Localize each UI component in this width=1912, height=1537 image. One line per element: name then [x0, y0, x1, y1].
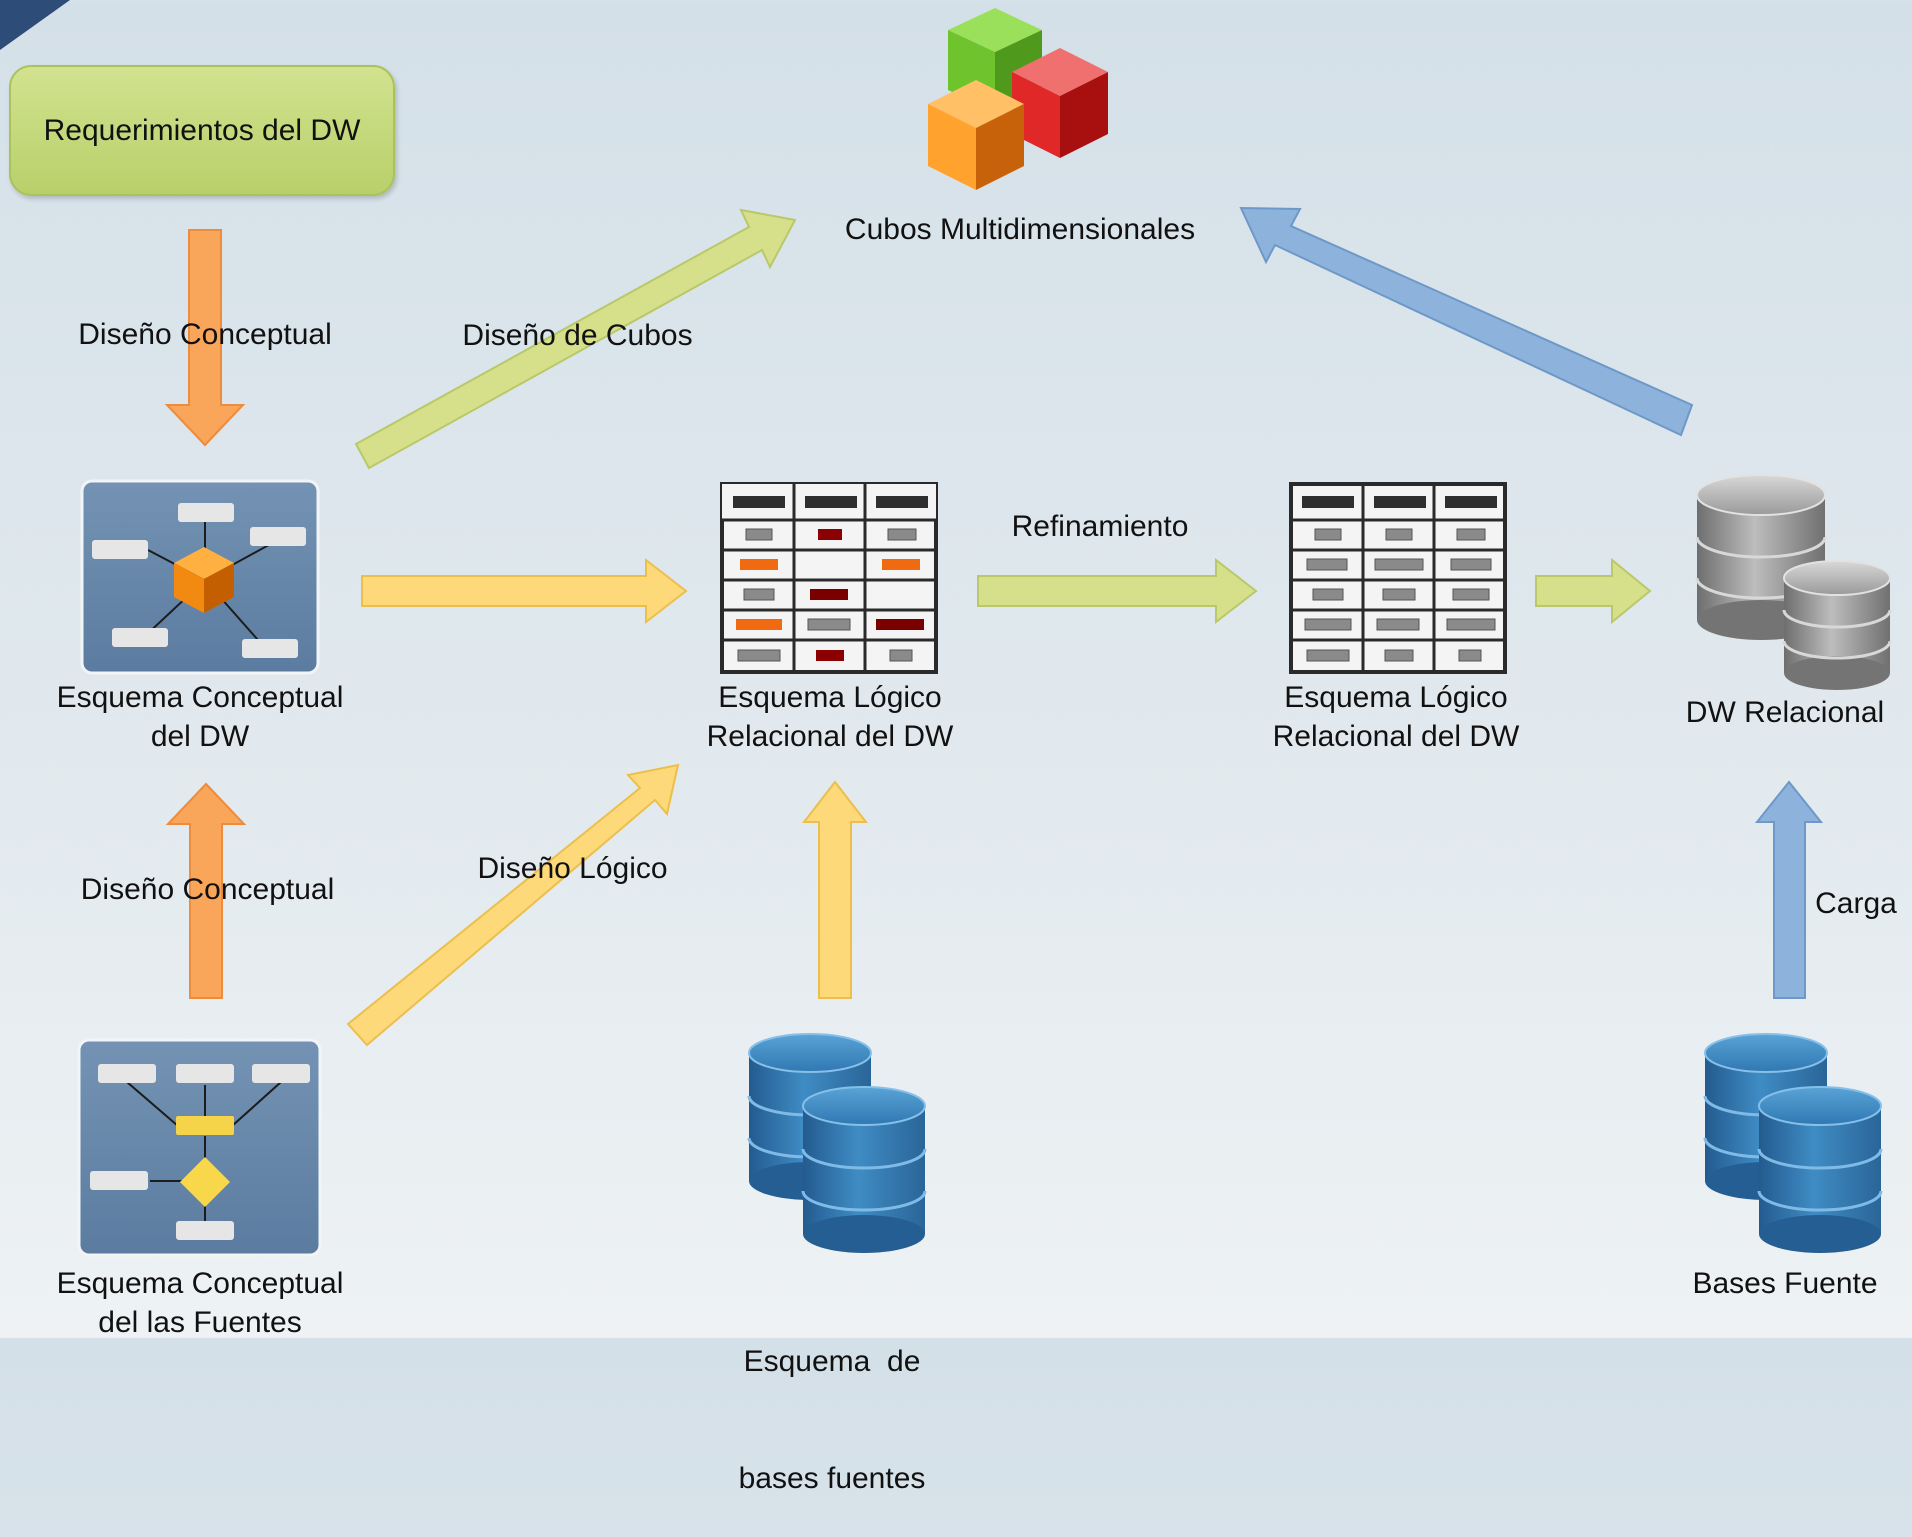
- relational-dw-database-icon: [1695, 474, 1892, 690]
- requirements-box: Requerimientos del DW: [9, 65, 395, 196]
- logical-dw-label-2: Esquema Lógico Relacional del DW: [1226, 678, 1566, 756]
- cube-design-arrow: [354, 208, 797, 470]
- conceptual-dw-label: Esquema Conceptual del DW: [30, 678, 370, 756]
- refinement-label: Refinamiento: [1011, 510, 1189, 543]
- conceptual-dw-schema-icon: [80, 479, 320, 675]
- relational-dw-label: DW Relacional: [1685, 696, 1885, 729]
- relational-to-cubes-arrow: [1239, 206, 1694, 437]
- source-bases-database-icon: [1703, 1033, 1883, 1253]
- to-relational-arrow: [1535, 557, 1652, 625]
- conceptual-sources-label: Esquema Conceptual del las Fuentes: [30, 1264, 370, 1342]
- cubes-icon: [928, 8, 1108, 190]
- logical-dw-2-line1: Esquema Lógico: [1284, 681, 1508, 714]
- logical-dw-label-1: Esquema Lógico Relacional del DW: [660, 678, 1000, 756]
- conceptual-sources-schema-icon: [77, 1038, 322, 1257]
- cubes-label: Cubos Multidimensionales: [844, 213, 1196, 246]
- corner-decoration: [0, 0, 70, 50]
- conceptual-design-top-label: Diseño Conceptual: [78, 318, 332, 351]
- source-schema-database-icon: [747, 1033, 927, 1253]
- conceptual-sources-line1: Esquema Conceptual: [56, 1267, 344, 1300]
- conceptual-dw-label-line2: del DW: [150, 720, 250, 753]
- logical-dw-table-icon-2: [1289, 482, 1507, 674]
- requirements-label: Requerimientos del DW: [43, 113, 361, 147]
- source-schema-label: Esquema de bases fuentes: [682, 1264, 982, 1537]
- conceptual-design-arrow-down: [164, 229, 246, 447]
- conceptual-design-bottom-label: Diseño Conceptual: [80, 873, 335, 906]
- source-schema-arrow-up: [801, 780, 869, 999]
- logical-dw-table-icon-1: [720, 482, 938, 674]
- conceptual-design-arrow-up: [165, 782, 247, 999]
- logical-dw-1-line1: Esquema Lógico: [718, 681, 942, 714]
- source-schema-line2: bases fuentes: [738, 1462, 926, 1495]
- load-arrow-up: [1754, 780, 1824, 999]
- cube-design-label: Diseño de Cubos: [462, 319, 693, 352]
- conceptual-dw-label-line1: Esquema Conceptual: [56, 681, 344, 714]
- source-schema-line1: Esquema de: [743, 1345, 921, 1378]
- logical-design-label: Diseño Lógico: [477, 852, 668, 885]
- logical-dw-2-line2: Relacional del DW: [1272, 720, 1520, 753]
- load-label: Carga: [1815, 887, 1897, 920]
- refinement-arrow: [977, 557, 1258, 625]
- logical-dw-1-line2: Relacional del DW: [706, 720, 954, 753]
- source-bases-label: Bases Fuente: [1692, 1267, 1878, 1300]
- logical-design-arrow: [346, 763, 680, 1047]
- logical-arrow-right: [361, 557, 688, 625]
- conceptual-sources-line2: del las Fuentes: [98, 1306, 302, 1339]
